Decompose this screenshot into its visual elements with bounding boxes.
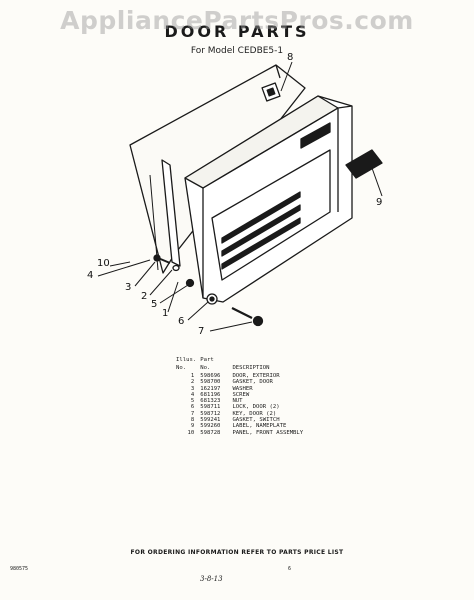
- illus-number: 6: [190, 404, 195, 411]
- callout-1: 1: [162, 308, 169, 319]
- illus-number: 2: [190, 379, 195, 386]
- model-subtitle: For Model CEDBE5-1: [190, 46, 284, 56]
- illus-number: 1: [190, 373, 195, 379]
- part-description: GASKET, DOOR: [232, 379, 273, 386]
- col-illus-no: No.: [176, 365, 187, 371]
- part-number: 599260: [200, 423, 221, 430]
- part-number: 598711: [200, 404, 221, 411]
- col-description: DESCRIPTION: [232, 365, 270, 371]
- door-key: [231, 307, 264, 327]
- table-row: 1 598696 DOOR, EXTERIOR: [176, 373, 307, 379]
- table-row: 3 162197 WASHER: [176, 386, 307, 392]
- nameplate-label: [345, 149, 383, 179]
- table-row: 9 599260 LABEL, NAMEPLATE: [176, 423, 307, 429]
- part-number: 681323: [200, 398, 221, 405]
- door-lock: [206, 293, 218, 305]
- door-gasket: [161, 159, 181, 267]
- part-description: DOOR, EXTERIOR: [232, 373, 280, 379]
- part-description: KEY, DOOR (2): [232, 410, 277, 417]
- handwritten-date: 3-8-13: [200, 575, 223, 583]
- illus-number: 9: [190, 423, 195, 430]
- watermark: AppliancePartsPros.com: [60, 6, 414, 35]
- part-number: 598712: [200, 410, 221, 417]
- document-number: 980575: [10, 566, 29, 572]
- part-description: SCREW: [232, 391, 250, 398]
- part-number: 598700: [200, 379, 221, 386]
- table-row: 4 681196 SCREW: [176, 392, 307, 398]
- page-number: 6: [288, 566, 292, 572]
- washer: [172, 264, 180, 272]
- callout-5: 5: [151, 299, 158, 310]
- callout-8: 8: [287, 52, 294, 63]
- col-illus-top: Illus.: [176, 357, 197, 363]
- part-number: 598696: [200, 373, 221, 379]
- callout-3: 3: [125, 282, 132, 293]
- parts-table: Illus. Part No. No. DESCRIPTION 1 598696 D…: [176, 357, 307, 436]
- callout-6: 6: [178, 316, 185, 327]
- part-number: 162197: [200, 385, 221, 392]
- part-description: LABEL, NAMEPLATE: [232, 423, 287, 430]
- part-description: PANEL, FRONT ASSEMBLY: [232, 429, 304, 436]
- part-description: GASKET, SWITCH: [232, 417, 280, 424]
- ordering-note: FOR ORDERING INFORMATION REFER TO PARTS …: [130, 549, 344, 556]
- illus-number: 4: [190, 391, 195, 398]
- callout-2: 2: [141, 291, 148, 302]
- illus-number: 8: [190, 417, 195, 424]
- page-title: DOOR PARTS: [164, 22, 310, 41]
- callout-9: 9: [376, 197, 383, 208]
- table-row: 5 681323 NUT: [176, 398, 307, 404]
- table-row: 6 598711 LOCK, DOOR (2): [176, 404, 307, 410]
- callout-10: 10: [97, 258, 110, 269]
- table-row: 7 598712 KEY, DOOR (2): [176, 411, 307, 417]
- table-row: 10 598728 PANEL, FRONT ASSEMBLY: [176, 430, 307, 436]
- illus-number: 3: [190, 385, 195, 392]
- callout-7: 7: [198, 326, 205, 337]
- illus-number: 7: [190, 410, 195, 417]
- illus-number: 10: [187, 429, 195, 436]
- part-description: NUT: [232, 398, 243, 405]
- screw: [153, 254, 171, 264]
- part-description: WASHER: [232, 385, 253, 392]
- col-part-no: No.: [200, 365, 211, 371]
- table-row: 2 598700 GASKET, DOOR: [176, 379, 307, 385]
- illus-number: 5: [190, 398, 195, 405]
- nut: [185, 278, 195, 288]
- part-number: 599241: [200, 417, 221, 424]
- part-description: LOCK, DOOR (2): [232, 404, 280, 411]
- callout-4: 4: [87, 270, 94, 281]
- part-number: 681196: [200, 391, 221, 398]
- part-number: 598728: [200, 429, 221, 436]
- table-row: 8 599241 GASKET, SWITCH: [176, 417, 307, 423]
- col-part-top: Part: [200, 357, 214, 363]
